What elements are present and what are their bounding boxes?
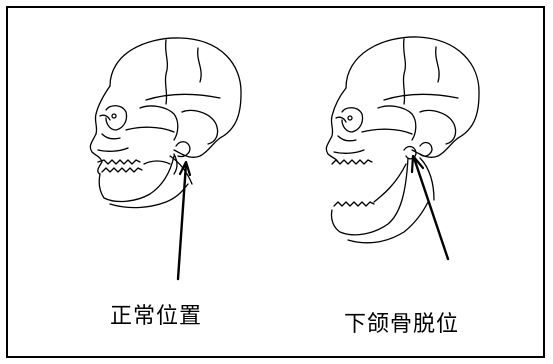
caption-mandible-dislocation: 下颌骨脱位	[344, 306, 459, 338]
neck-line	[348, 202, 428, 243]
coronal-suture	[165, 40, 167, 104]
zygomatic-arch	[126, 127, 174, 132]
empty-fossa	[420, 143, 432, 157]
upper-teeth	[98, 160, 140, 164]
skull-normal-illustration	[70, 34, 250, 284]
skull-dislocated-illustration	[308, 34, 488, 284]
caption-normal-position: 正常位置	[110, 298, 202, 330]
zygomatic-arch	[362, 129, 412, 134]
neck-line	[110, 184, 188, 208]
figure-frame: 正常位置 下颌骨脱位	[6, 6, 545, 358]
lower-teeth	[102, 168, 142, 172]
cranium-outline	[110, 38, 241, 157]
coronal-suture	[403, 39, 405, 104]
upper-teeth	[332, 160, 372, 164]
squamous-suture	[146, 94, 220, 100]
mandible	[99, 156, 174, 201]
mandible	[331, 158, 408, 235]
squamous-suture	[384, 94, 458, 100]
arrow-shaft	[178, 164, 186, 279]
arrow-shaft	[414, 158, 448, 259]
lower-teeth	[334, 202, 374, 206]
